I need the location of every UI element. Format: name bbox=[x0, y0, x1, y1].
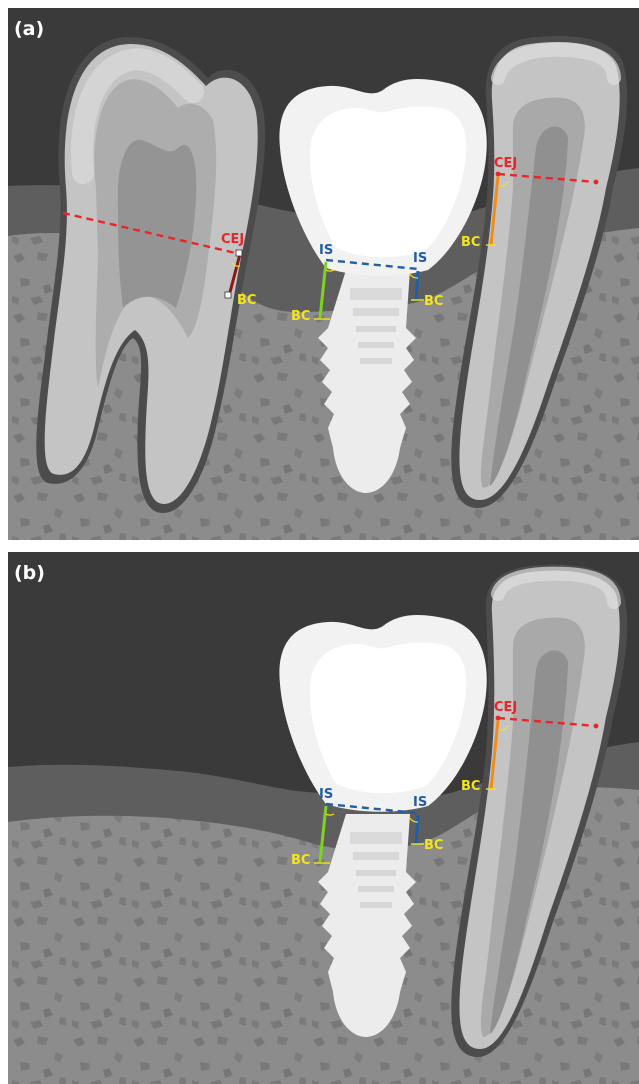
bc-label-premolar: BC bbox=[461, 235, 480, 250]
bc-marker-molar bbox=[225, 292, 231, 298]
panel-a: (a) CEJ BC IS IS BC BC CEJ BC bbox=[8, 8, 639, 540]
bc-label-implant-left: BC bbox=[291, 853, 310, 868]
cej-label-premolar: CEJ bbox=[494, 700, 517, 715]
bc-label-implant-left: BC bbox=[291, 309, 310, 324]
panel-b: (b) IS IS BC BC CEJ BC bbox=[8, 552, 639, 1084]
is-label-right: IS bbox=[413, 251, 427, 266]
is-label-left: IS bbox=[319, 787, 333, 802]
panel-b-label: (b) bbox=[14, 562, 45, 584]
panel-a-label: (a) bbox=[14, 18, 44, 40]
bc-label-premolar: BC bbox=[461, 779, 480, 794]
panel-a-illustration: (a) CEJ BC IS IS BC BC CEJ BC bbox=[8, 8, 639, 540]
panel-b-illustration: (b) IS IS BC BC CEJ BC bbox=[8, 552, 639, 1084]
is-label-left: IS bbox=[319, 243, 333, 258]
cej-marker-molar bbox=[236, 250, 242, 256]
implant-right-bone-line bbox=[416, 815, 418, 844]
bc-label-molar: BC bbox=[237, 293, 256, 308]
implant-crown bbox=[279, 615, 486, 812]
is-label-right: IS bbox=[413, 795, 427, 810]
cej-label-molar: CEJ bbox=[221, 232, 244, 247]
bc-label-implant-right: BC bbox=[424, 838, 443, 853]
bc-label-implant-right: BC bbox=[424, 294, 443, 309]
cej-label-premolar: CEJ bbox=[494, 156, 517, 171]
implant-right-bone-line bbox=[416, 271, 418, 300]
